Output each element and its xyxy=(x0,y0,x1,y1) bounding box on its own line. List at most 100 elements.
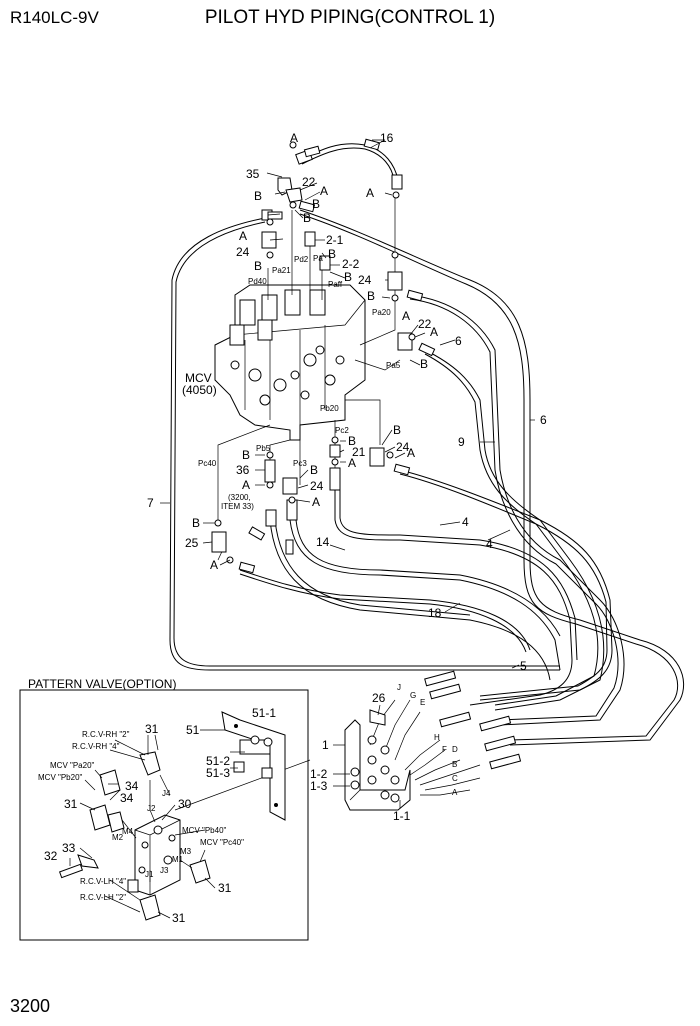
hose-tag-g: G xyxy=(410,691,416,700)
hose-tag-b: B xyxy=(452,760,457,769)
inset-label-rcv-lh-2: R.C.V-LH "2" xyxy=(80,893,126,902)
port-pc40: Pc40 xyxy=(198,459,217,468)
hose-tag-h: H xyxy=(434,733,440,742)
callout-26: 26 xyxy=(372,691,386,705)
port-tag-j3: J3 xyxy=(160,866,169,875)
port-tag-m1: M1 xyxy=(172,855,184,864)
pattern-valve-inset: PATTERN VALVE(OPTION) xyxy=(19,677,309,941)
callout-2-2: 2-2 xyxy=(342,257,360,271)
callout-4: 4 xyxy=(462,515,469,529)
letter-b: B xyxy=(348,434,356,448)
hose-tag-d: D xyxy=(452,745,458,754)
port-pa5: Pa5 xyxy=(386,361,401,370)
port-pc2: Pc2 xyxy=(335,426,349,435)
callout-7: 7 xyxy=(147,496,154,510)
fittings xyxy=(211,138,522,770)
mcv-code: (4050) xyxy=(182,383,217,397)
inset-label-rcv-rh-4: R.C.V-RH "4" xyxy=(72,742,120,751)
port-pa: Pa xyxy=(313,254,323,263)
callout-22: 22 xyxy=(302,175,316,189)
ref-note-line2: ITEM 33) xyxy=(221,502,254,511)
inset-callout-51-1: 51-1 xyxy=(252,706,276,720)
callout-1: 1 xyxy=(322,738,329,752)
manifold-block xyxy=(344,709,411,811)
letter-b: B xyxy=(310,463,318,477)
inset-label-rcv-rh-2: R.C.V-RH "2" xyxy=(82,730,130,739)
inset-label-mcv-pb40: MCV "Pb40" xyxy=(182,826,227,835)
callout-6: 6 xyxy=(540,413,547,427)
port-tag-j4: J4 xyxy=(162,789,171,798)
letter-a: A xyxy=(320,184,328,198)
model-code: R140LC-9V xyxy=(10,8,99,27)
hose-14 xyxy=(289,519,561,671)
inset-frame xyxy=(19,689,309,941)
inset-callout-51: 51 xyxy=(186,723,200,737)
letter-b: B xyxy=(393,423,401,437)
callout-25: 25 xyxy=(185,536,199,550)
inset-label-mcv-pb20: MCV "Pb20" xyxy=(38,773,83,782)
hose-9 xyxy=(409,294,625,726)
letter-b: B xyxy=(303,211,311,225)
port-tag-m4: M4 xyxy=(122,827,134,836)
page-title: PILOT HYD PIPING(CONTROL 1) xyxy=(204,7,496,28)
inset-callout-32: 32 xyxy=(44,849,58,863)
callout-24: 24 xyxy=(358,273,372,287)
port-tag-j1: J1 xyxy=(145,870,154,879)
letter-b: B xyxy=(344,270,352,284)
callout-9: 9 xyxy=(458,435,465,449)
letter-a: A xyxy=(239,229,247,243)
callout-24: 24 xyxy=(310,479,324,493)
callout-1-2: 1-2 xyxy=(310,767,328,781)
hose-18 xyxy=(239,569,531,651)
callout-24: 24 xyxy=(236,245,250,259)
letter-a: A xyxy=(290,131,298,145)
inset-callout-31: 31 xyxy=(172,911,186,925)
inset-callout-30: 30 xyxy=(178,797,192,811)
inset-callout-33: 33 xyxy=(62,841,76,855)
ref-note-line1: (3200, xyxy=(228,493,251,502)
callout-6: 6 xyxy=(455,334,462,348)
callout-22: 22 xyxy=(418,317,432,331)
callout-36: 36 xyxy=(236,463,250,477)
page-number: 3200 xyxy=(10,996,51,1016)
port-paff: Paff xyxy=(328,280,343,289)
port-tag-j2: J2 xyxy=(147,804,156,813)
main-labels: 16 A 35 22 A A B B B A 24 B 2-1 B 2-2 B … xyxy=(147,131,547,823)
hose-4 xyxy=(399,469,613,701)
letter-a: A xyxy=(242,478,250,492)
letter-a: A xyxy=(430,325,438,339)
letter-a: A xyxy=(210,558,218,572)
port-pb5: Pb5 xyxy=(256,444,271,453)
mcv-block xyxy=(214,284,366,441)
callout-5: 5 xyxy=(520,659,527,673)
letter-b: B xyxy=(192,516,200,530)
port-pc3: Pc3 xyxy=(293,459,307,468)
hose-5 xyxy=(269,519,551,681)
port-pa20: Pa20 xyxy=(372,308,391,317)
inset-callout-31: 31 xyxy=(64,797,78,811)
inset-label-mcv-pc40: MCV "Pc40" xyxy=(200,838,244,847)
port-tag-m2: M2 xyxy=(112,833,124,842)
callout-21: 21 xyxy=(352,445,366,459)
letter-b: B xyxy=(254,189,262,203)
letter-a: A xyxy=(366,186,374,200)
callout-24: 24 xyxy=(396,440,410,454)
callout-1-1: 1-1 xyxy=(393,809,411,823)
hose-tag-f: F xyxy=(442,745,447,754)
letter-b: B xyxy=(312,197,320,211)
inset-callout-51-2: 51-2 xyxy=(206,754,230,768)
letter-b: B xyxy=(254,259,262,273)
letter-a: A xyxy=(348,456,356,470)
letter-a: A xyxy=(402,309,410,323)
letter-b: B xyxy=(328,247,336,261)
mcv-label: MCV xyxy=(185,371,212,385)
inset-label-mcv-pa20: MCV "Pa20" xyxy=(50,761,95,770)
callout-2-1: 2-1 xyxy=(326,233,344,247)
callout-18: 18 xyxy=(428,606,442,620)
callout-35: 35 xyxy=(246,167,260,181)
letter-a: A xyxy=(312,495,320,509)
inset-callout-34: 34 xyxy=(125,779,139,793)
port-tag-m3: M3 xyxy=(180,847,192,856)
leader-lines xyxy=(160,139,535,811)
